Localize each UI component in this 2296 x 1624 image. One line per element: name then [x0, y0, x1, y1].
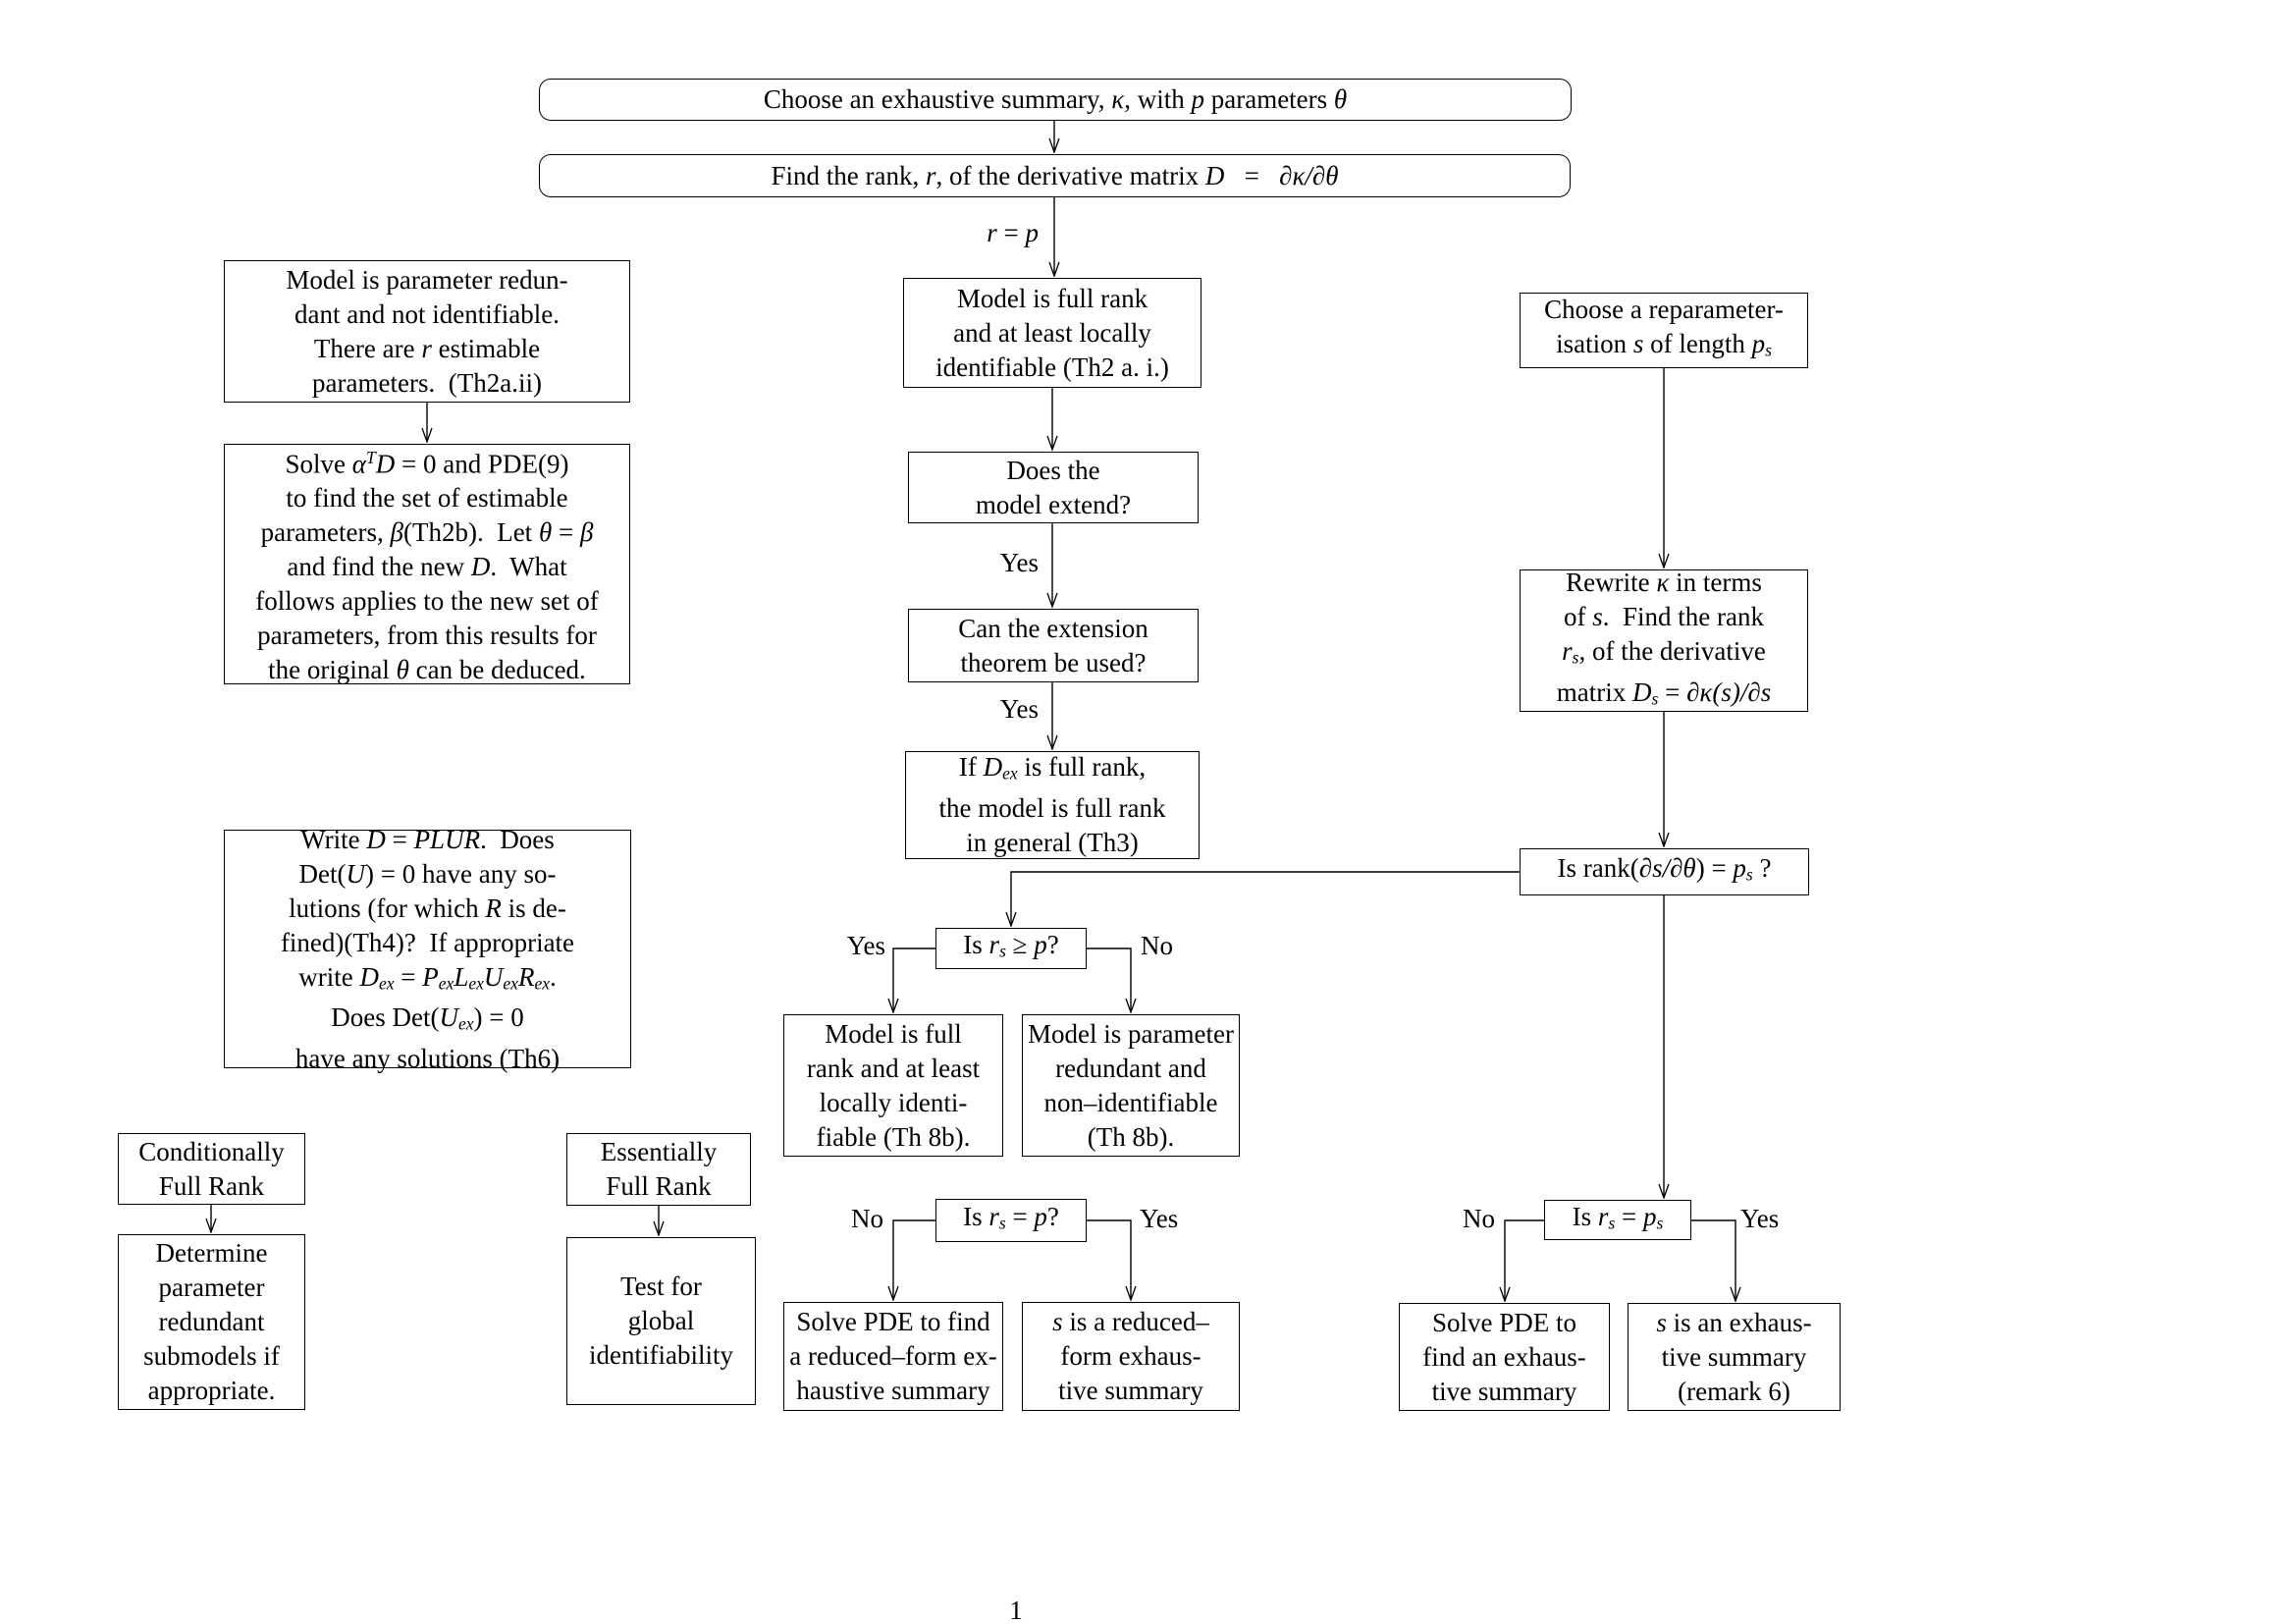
node-solve-alpha: Solve αTD = 0 and PDE(9)to find the set …: [224, 444, 630, 684]
node-s-reduced-form: s is a reduced–form exhaus-tive summary: [1022, 1302, 1240, 1411]
node-choose-summary: Choose an exhaustive summary, κ, with p …: [539, 79, 1572, 121]
label-r-eq-p: r = p: [987, 218, 1039, 247]
arrow-rankq-to-rsgep: [1011, 871, 1520, 926]
label-yes-extend: Yes: [999, 548, 1039, 577]
arrow-rseqps-no: [1505, 1219, 1544, 1301]
arrow-rseqp-yes: [1087, 1219, 1131, 1300]
label-yes-rs-eq-ps: Yes: [1740, 1204, 1780, 1233]
label-yes-extension: Yes: [999, 694, 1039, 724]
node-find-rank: Find the rank, r, of the derivative matr…: [539, 154, 1571, 197]
node-param-redundant: Model is parameter redun-dant and not id…: [224, 260, 630, 403]
arrow-rseqp-no: [893, 1219, 935, 1300]
node-s-exhaustive: s is an exhaus-tive summary(remark 6): [1628, 1303, 1841, 1411]
node-q-rs-eq-ps: Is rs = ps: [1544, 1200, 1691, 1240]
label-yes-rs-eq-p: Yes: [1140, 1204, 1179, 1233]
node-q-rank-ds: Is rank(∂s/∂θ) = ps ?: [1520, 848, 1809, 895]
arrow-rseqps-yes: [1691, 1219, 1735, 1301]
arrow-rsgep-yes: [893, 947, 935, 1012]
node-dex-full-rank: If Dex is full rank,the model is full ra…: [905, 751, 1200, 859]
label-no-rs-ge-p: No: [1141, 931, 1173, 960]
page-number: 1: [1009, 1596, 1023, 1624]
node-q-rs-ge-p: Is rs ≥ p?: [935, 928, 1087, 969]
label-no-rs-eq-ps: No: [1463, 1204, 1495, 1233]
label-no-rs-eq-p: No: [851, 1204, 883, 1233]
arrow-rsgep-no: [1087, 947, 1131, 1012]
node-q-rs-eq-p: Is rs = p?: [935, 1199, 1087, 1242]
node-choose-reparam: Choose a reparameter-isation s of length…: [1520, 293, 1808, 368]
label-yes-rs-ge-p: Yes: [846, 931, 885, 960]
